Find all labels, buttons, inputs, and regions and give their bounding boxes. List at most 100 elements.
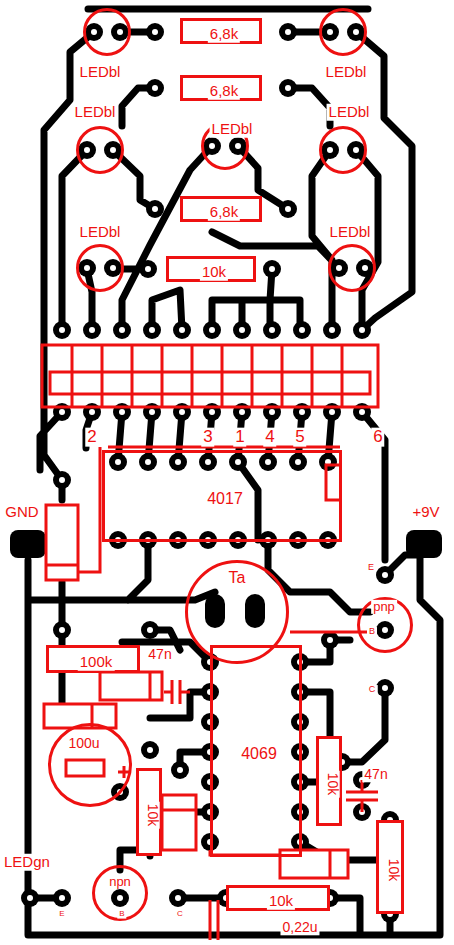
drill-hole bbox=[149, 409, 155, 415]
component-label: 10k bbox=[385, 857, 400, 884]
drill-hole bbox=[239, 327, 245, 333]
drill-hole bbox=[59, 895, 65, 901]
drill-hole bbox=[84, 147, 90, 153]
resistor-symbol: 10k bbox=[136, 768, 162, 856]
terminal-label: GND bbox=[3, 504, 40, 521]
drill-hole bbox=[359, 409, 365, 415]
drill-hole bbox=[359, 327, 365, 333]
solder-pad bbox=[293, 321, 311, 339]
component-label: 100u bbox=[66, 736, 101, 751]
resistor-array-outline bbox=[42, 345, 378, 407]
drill-hole bbox=[285, 29, 291, 35]
solder-pad bbox=[53, 471, 71, 489]
terminal-label: +9V bbox=[410, 504, 441, 521]
component-label: 6,8k bbox=[208, 204, 240, 221]
solder-pad bbox=[203, 137, 221, 155]
component-label: LEDbl bbox=[78, 224, 123, 241]
pin-number: 2 bbox=[85, 428, 98, 447]
pin-number: 3 bbox=[201, 428, 214, 447]
drill-hole bbox=[329, 327, 335, 333]
resistor-symbol: 100k bbox=[46, 645, 140, 673]
part-label: C bbox=[367, 685, 378, 695]
part-label: C bbox=[175, 910, 185, 919]
resistor-symbol: 10k bbox=[316, 736, 342, 826]
solder-pad bbox=[229, 453, 247, 471]
solder-pad bbox=[279, 23, 297, 41]
solder-pad bbox=[53, 321, 71, 339]
drill-hole bbox=[179, 327, 185, 333]
solder-pad bbox=[111, 889, 129, 907]
ic-outline: 4069 bbox=[210, 645, 302, 857]
component-label: LEDbl bbox=[328, 224, 373, 241]
drill-hole bbox=[299, 327, 305, 333]
transistor-outline: pnp bbox=[357, 597, 413, 653]
array-divider bbox=[311, 345, 314, 407]
solder-pad bbox=[146, 23, 164, 41]
drill-hole bbox=[327, 637, 333, 643]
outline-shape bbox=[76, 126, 124, 174]
drill-hole bbox=[269, 327, 275, 333]
capacitor-symbol bbox=[210, 900, 218, 940]
part-label: 0,22u bbox=[280, 920, 319, 935]
resistor-symbol: 10k bbox=[376, 820, 404, 914]
component-label: LEDbl bbox=[210, 121, 255, 138]
drill-hole bbox=[235, 459, 241, 465]
solder-pad bbox=[330, 259, 348, 277]
drill-hole bbox=[119, 327, 125, 333]
solder-pad bbox=[323, 321, 341, 339]
outline-shape bbox=[83, 8, 131, 56]
solder-pad bbox=[233, 321, 251, 339]
outline-circle bbox=[78, 246, 123, 291]
drill-hole bbox=[59, 477, 65, 483]
solder-pad bbox=[141, 621, 159, 639]
led-outline: LEDbl bbox=[76, 126, 124, 174]
drill-hole bbox=[152, 206, 158, 212]
capacitor-symbol bbox=[346, 780, 378, 812]
drill-hole bbox=[205, 459, 211, 465]
drill-hole bbox=[382, 685, 388, 691]
solder-pad bbox=[141, 741, 159, 759]
diode-band bbox=[46, 564, 78, 567]
component-label: 10k bbox=[324, 771, 339, 798]
solder-pad bbox=[139, 453, 157, 471]
outline-circle bbox=[321, 128, 366, 173]
drill-hole bbox=[327, 29, 333, 35]
drill-hole bbox=[89, 327, 95, 333]
solder-pad bbox=[321, 23, 339, 41]
solder-pad bbox=[146, 200, 164, 218]
drill-hole bbox=[149, 327, 155, 333]
solder-pad bbox=[53, 621, 71, 639]
drill-hole bbox=[59, 627, 65, 633]
drill-hole bbox=[179, 409, 185, 415]
solder-pad bbox=[229, 137, 247, 155]
drill-hole bbox=[269, 266, 275, 272]
part-label: E bbox=[57, 910, 66, 919]
outline-shape bbox=[76, 244, 124, 292]
component-label: 10k bbox=[200, 264, 228, 281]
solder-pad bbox=[376, 621, 394, 639]
drill-hole bbox=[209, 327, 215, 333]
outline-shape bbox=[328, 244, 376, 292]
outline-circle bbox=[321, 10, 366, 55]
drill-hole bbox=[110, 265, 116, 271]
diode-band bbox=[162, 809, 196, 812]
solder-pad bbox=[169, 453, 187, 471]
ic-outline: 4017 bbox=[102, 450, 342, 542]
solder-pad bbox=[171, 761, 189, 779]
pin-number: 4 bbox=[263, 428, 276, 447]
solder-pad bbox=[376, 566, 394, 584]
solder-pad bbox=[109, 453, 127, 471]
component-label: pnp bbox=[371, 600, 397, 614]
pad-group bbox=[21, 23, 399, 923]
copper-layer bbox=[28, 9, 440, 935]
array-divider bbox=[251, 345, 254, 407]
drill-hole bbox=[299, 409, 305, 415]
solder-pad bbox=[113, 321, 131, 339]
solder-pad bbox=[376, 679, 394, 697]
drill-hole bbox=[145, 459, 151, 465]
pin-number: 1 bbox=[233, 428, 246, 447]
drill-hole bbox=[175, 895, 181, 901]
drill-hole bbox=[175, 459, 181, 465]
switch-outline: Ta bbox=[185, 560, 289, 664]
drill-hole bbox=[119, 409, 125, 415]
